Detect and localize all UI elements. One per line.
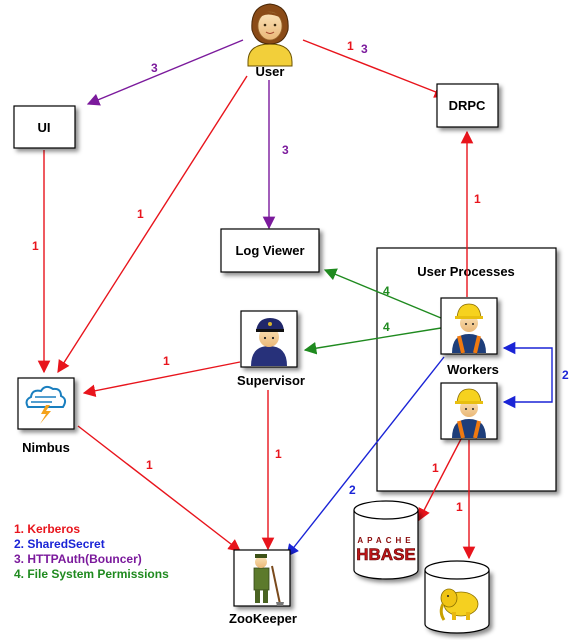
hadoop-elephant-icon bbox=[439, 588, 479, 621]
edge-label-workers-logviewer: 4 bbox=[383, 284, 390, 298]
edge-workers-supervisor bbox=[303, 327, 442, 355]
edge-label-user-drpc-1: 1 bbox=[347, 39, 354, 53]
hbase-logo: APACHE HBASE bbox=[356, 536, 416, 564]
nimbus-label: Nimbus bbox=[22, 440, 70, 455]
edge-label-user-drpc-3: 3 bbox=[361, 42, 368, 56]
user-node: User bbox=[247, 3, 293, 79]
zookeeper-icon bbox=[253, 554, 284, 606]
log-viewer-box bbox=[220, 228, 320, 273]
legend-item-shared-secret: 2. SharedSecret bbox=[14, 537, 105, 551]
edge-worker-hbase bbox=[418, 438, 462, 522]
edge-nimbus-zookeeper bbox=[77, 425, 241, 552]
worker-top-node bbox=[440, 297, 498, 355]
edge-user-drpc bbox=[302, 39, 448, 98]
hbase-node: APACHE HBASE bbox=[353, 500, 419, 580]
edge-label-workers-loop: 2 bbox=[562, 368, 569, 382]
edge-label-workers-drpc: 1 bbox=[474, 192, 481, 206]
edge-workers-zookeeper bbox=[286, 356, 445, 557]
zookeeper-node: ZooKeeper bbox=[229, 549, 297, 626]
edge-label-workers-supervisor: 4 bbox=[383, 320, 390, 334]
edge-label-supervisor-nimbus: 1 bbox=[163, 354, 170, 368]
edge-label-user-ui: 3 bbox=[151, 61, 158, 75]
construction-worker-icon bbox=[452, 388, 486, 439]
ui-label: UI bbox=[38, 120, 51, 135]
hbase-label: HBASE bbox=[356, 545, 416, 564]
ui-box bbox=[13, 105, 76, 149]
log-viewer-node: Log Viewer bbox=[220, 228, 320, 273]
supervisor-label: Supervisor bbox=[237, 373, 305, 388]
workers-label: Workers bbox=[447, 362, 499, 377]
edge-workers-logviewer bbox=[323, 268, 442, 319]
drpc-label: DRPC bbox=[449, 98, 486, 113]
ui-node: UI bbox=[13, 105, 76, 149]
hbase-apache-text: APACHE bbox=[357, 536, 414, 545]
edge-workers-loop bbox=[502, 341, 553, 409]
edge-label-supervisor-zookeeper: 1 bbox=[275, 447, 282, 461]
hadoop-node bbox=[424, 560, 490, 634]
legend-item-http-auth: 3. HTTPAuth(Bouncer) bbox=[14, 552, 142, 566]
storm-cloud-icon bbox=[25, 385, 67, 424]
supervisor-node: Supervisor bbox=[237, 310, 305, 388]
edge-label-ui-nimbus: 1 bbox=[32, 239, 39, 253]
legend-item-fs-permissions: 4. File System Permissions bbox=[14, 567, 169, 581]
edge-label-user-nimbus: 1 bbox=[137, 207, 144, 221]
edge-label-user-logviewer: 3 bbox=[282, 143, 289, 157]
edge-user-ui bbox=[86, 39, 244, 106]
edge-label-workers-zookeeper: 2 bbox=[349, 483, 356, 497]
user-label: User bbox=[256, 64, 285, 79]
edge-user-nimbus bbox=[57, 75, 248, 374]
legend: 1. Kerberos 2. SharedSecret 3. HTTPAuth(… bbox=[14, 522, 169, 581]
edge-label-worker-hadoop: 1 bbox=[456, 500, 463, 514]
nimbus-node: Nimbus bbox=[17, 377, 75, 455]
zookeeper-label: ZooKeeper bbox=[229, 611, 297, 626]
user-processes-label: User Processes bbox=[417, 264, 515, 279]
drpc-box bbox=[436, 83, 499, 128]
police-officer-icon bbox=[251, 318, 287, 366]
legend-item-kerberos: 1. Kerberos bbox=[14, 522, 80, 536]
edge-label-worker-hbase: 1 bbox=[432, 461, 439, 475]
edge-supervisor-nimbus bbox=[82, 361, 241, 397]
edge-label-nimbus-zookeeper: 1 bbox=[146, 458, 153, 472]
user-avatar-icon bbox=[247, 3, 293, 67]
drpc-node: DRPC bbox=[436, 83, 499, 128]
construction-worker-icon bbox=[452, 303, 486, 354]
log-viewer-label: Log Viewer bbox=[235, 243, 304, 258]
worker-bottom-node bbox=[440, 382, 498, 440]
